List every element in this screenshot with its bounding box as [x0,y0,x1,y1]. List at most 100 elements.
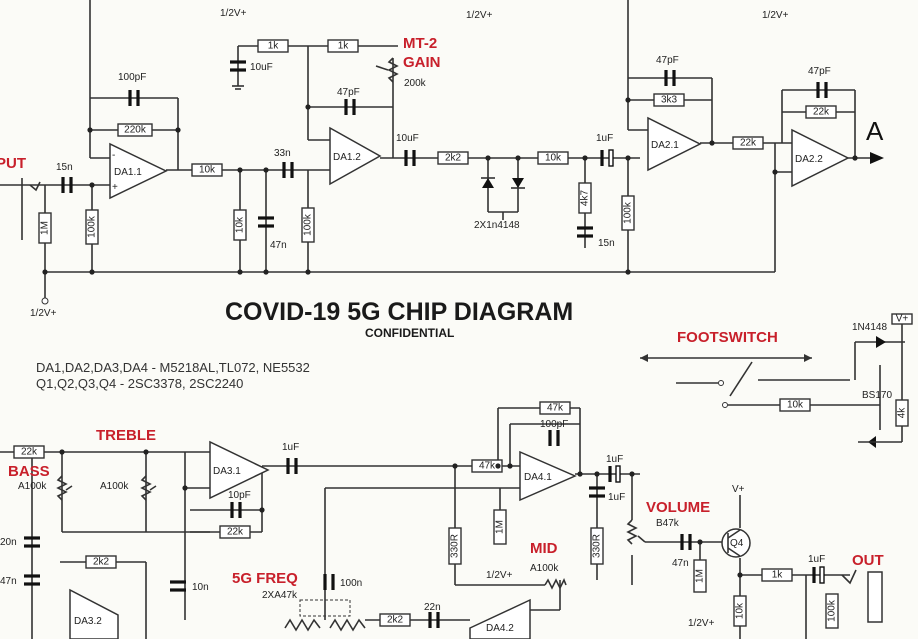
svg-text:TREBLE: TREBLE [96,427,156,444]
diagram-title: COVID-19 5G CHIP DIAGRAM [225,298,573,326]
svg-text:220k: 220k [124,125,147,136]
cap-10uf-a: 10uF [230,60,273,73]
svg-text:1uF: 1uF [608,492,625,503]
svg-text:1/2V+: 1/2V+ [688,618,715,629]
cap-1uf-d: 1uF [589,486,625,503]
svg-text:10n: 10n [192,582,209,593]
diagram-subtitle: CONFIDENTIAL [365,326,454,340]
resistor-1m-a: 1M [38,212,52,244]
parts-note-1: DA1,DA2,DA3,DA4 - M5218AL,TL072, NE5532 [36,360,310,375]
svg-text:47k: 47k [479,461,496,472]
resistor-2k2-b: 2k2 [85,555,117,569]
svg-text:MID: MID [530,540,558,557]
cap-100n: 100n [323,574,362,590]
svg-text:200k: 200k [404,78,427,89]
junction-dots [42,97,858,275]
opamp-da1-1: DA1.1 -+ [109,142,168,200]
svg-text:2X1n4148: 2X1n4148 [474,220,520,231]
svg-text:100n: 100n [340,578,362,589]
svg-text:20n: 20n [0,537,17,548]
footswitch-block: FOOTSWITCH 10k 1N4148 V+ BS170 4k [640,313,913,448]
resistor-100k-c: 100k [621,195,635,231]
svg-text:1uF: 1uF [606,454,623,465]
output-a: A [866,116,884,164]
svg-text:DA4.2: DA4.2 [486,623,514,634]
svg-text:10k: 10k [735,602,746,619]
opamp-da3-2: DA3.2 [69,588,119,639]
cap-100pf-b: 100pF [540,419,568,446]
supply-bottom-left: 1/2V+ [30,297,57,319]
svg-text:MT-2: MT-2 [403,35,437,52]
resistor-47k-a: 47k [539,401,571,415]
resistor-10k-c: 10k [733,595,747,627]
svg-text:5G FREQ: 5G FREQ [232,570,298,587]
svg-text:PUT: PUT [0,155,26,172]
svg-text:47pF: 47pF [656,55,679,66]
svg-text:+: + [112,182,118,193]
clip-diodes: 2X1n4148 [474,177,525,231]
svg-text:1k: 1k [268,41,280,52]
bass-pot: A100k [18,475,73,501]
svg-text:DA1.1: DA1.1 [114,167,142,178]
svg-text:DA3.1: DA3.1 [213,466,241,477]
resistor-220k: 220k [117,123,153,137]
svg-text:OUT: OUT [852,552,884,569]
opamp-da1-2: DA1.2 [329,126,382,186]
svg-text:47k: 47k [547,403,564,414]
resistor-22k-a: 22k [732,136,764,150]
svg-text:1/2V+: 1/2V+ [762,10,789,21]
opamp-da2-1: DA2.1 [647,116,702,172]
svg-text:1/2V+: 1/2V+ [486,570,513,581]
svg-text:A: A [866,116,884,146]
svg-text:10uF: 10uF [250,62,273,73]
svg-text:4k: 4k [897,407,908,419]
svg-text:1M: 1M [495,520,506,534]
svg-text:33n: 33n [274,148,291,159]
svg-text:10k: 10k [235,216,246,233]
resistor-4k7: 4k7 [578,182,592,214]
cap-47n: 47n [258,216,287,251]
svg-text:1M: 1M [695,569,706,583]
svg-text:V+: V+ [896,314,909,325]
cap-100pf: 100pF [118,72,146,106]
cap-47n-c: 47n [672,534,692,569]
svg-text:100k: 100k [827,599,838,622]
svg-text:47pF: 47pF [808,66,831,77]
junction-dots-bottom [59,449,743,578]
svg-text:FOOTSWITCH: FOOTSWITCH [677,329,778,346]
svg-text:VOLUME: VOLUME [646,499,710,516]
svg-text:15n: 15n [56,162,73,173]
svg-text:22k: 22k [740,138,757,149]
svg-text:1k: 1k [338,41,350,52]
svg-text:1M: 1M [40,221,51,235]
resistor-1k-c: 1k [761,568,793,582]
svg-text:22n: 22n [424,602,441,613]
cap-10uf-b: 10uF [396,133,419,166]
cap-10pf: 10pF [228,490,251,518]
svg-text:10pF: 10pF [228,490,251,501]
svg-text:22k: 22k [813,107,830,118]
resistor-3k3: 3k3 [653,93,685,107]
svg-text:DA1.2: DA1.2 [333,152,361,163]
svg-text:DA2.2: DA2.2 [795,154,823,165]
svg-text:100k: 100k [303,213,314,236]
opamp-da2-2: DA2.2 [791,128,850,188]
svg-text:DA4.1: DA4.1 [524,472,552,483]
bottom-wires [0,407,850,639]
svg-text:1uF: 1uF [596,133,613,144]
svg-text:1/2V+: 1/2V+ [30,308,57,319]
cap-1uf-e: 1uF [808,554,825,584]
svg-text:1/2V+: 1/2V+ [220,8,247,19]
svg-text:2k2: 2k2 [387,615,404,626]
svg-text:1N4148: 1N4148 [852,322,887,333]
svg-text:DA3.2: DA3.2 [74,616,102,627]
output-jack [841,569,883,623]
resistor-22k-c: 22k [13,445,45,459]
svg-text:GAIN: GAIN [403,54,441,71]
cap-47n-b: 47n [0,574,40,587]
cap-15n-b: 15n [577,226,615,249]
svg-text:330R: 330R [450,534,461,558]
svg-text:2XA47k: 2XA47k [262,590,298,601]
svg-text:10k: 10k [545,153,562,164]
